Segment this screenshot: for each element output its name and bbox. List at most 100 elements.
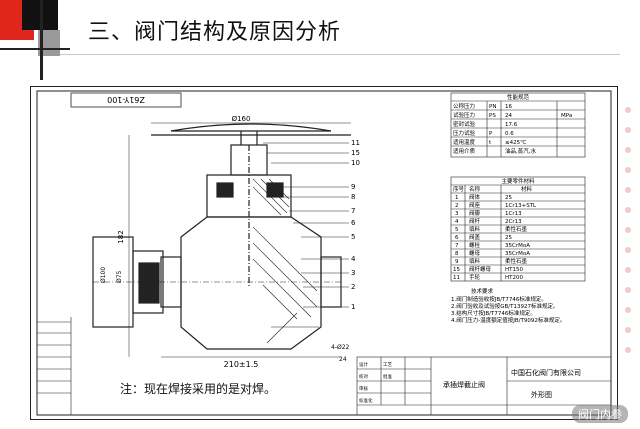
tb-label: 校对	[359, 373, 368, 380]
engineering-drawing: Z61Y-100 Ø160 1 8 2	[30, 86, 618, 420]
dim-port2: Ø100	[100, 267, 107, 283]
parts-cell: 9	[455, 259, 459, 265]
dim-port: Ø75	[116, 270, 123, 283]
tech-req-line: 3.结构尺寸按JB/T7746标准规定。	[451, 309, 536, 317]
parts-cell: 柔性石墨	[505, 257, 528, 265]
perf-cell: 公称压力	[453, 102, 475, 110]
dim-a: 4-Ø22	[331, 344, 350, 351]
parts-cell: 1Cr13	[505, 211, 522, 217]
tech-req-line: 2.阀门验收及试验按GB/T13927标准规定。	[451, 302, 559, 310]
tb-label: 工艺	[383, 362, 392, 368]
perf-cell: PN	[489, 104, 496, 110]
perf-cell: PS	[489, 113, 496, 119]
drawing-type: 外形图	[531, 390, 552, 399]
parts-cell: 1Cr13+STL	[505, 203, 537, 209]
callout: 15	[351, 149, 360, 157]
callout: 5	[351, 233, 355, 241]
parts-cell: 阀座	[469, 201, 481, 209]
perf-cell: 0.6	[505, 131, 514, 137]
parts-table	[450, 176, 586, 282]
parts-cell: 阀瓣	[469, 209, 481, 217]
dim-width: 210±1.5	[224, 360, 259, 369]
callout: 3	[351, 269, 355, 277]
tech-req-line: 1.阀门制造验收按JB/T7746标准规定。	[451, 295, 547, 303]
parts-cell: 填料	[469, 225, 481, 233]
parts-cell: 7	[455, 243, 459, 249]
tb-label: 设计	[359, 361, 368, 368]
parts-cell: HT150	[505, 267, 523, 273]
perf-cell: 24	[505, 113, 512, 119]
product-name: 承插焊截止阀	[443, 380, 485, 389]
callout: 10	[351, 159, 360, 167]
callout-leaders	[263, 142, 349, 308]
tech-req-title: 技术要求	[471, 287, 494, 295]
parts-cell: 2	[455, 203, 459, 209]
perf-cell: ≤425℃	[505, 139, 526, 146]
perf-cell: t	[489, 140, 492, 146]
title-rule	[60, 54, 620, 55]
parts-header: 材料	[521, 185, 533, 193]
performance-table	[450, 92, 586, 158]
parts-cell: 6	[455, 235, 459, 241]
callout: 8	[351, 193, 355, 201]
perf-cell: 试验压力	[453, 111, 475, 119]
parts-cell: 25	[505, 235, 512, 241]
title-block-text: 承插焊截止阀 中国石化阀门有限公司 外形图	[443, 368, 581, 399]
parts-cell: 11	[453, 275, 460, 281]
slide-title: 三、阀门结构及原因分析	[88, 20, 342, 45]
parts-cell: 1	[455, 195, 459, 201]
callout: 1	[351, 303, 355, 311]
callout: 11	[351, 139, 360, 147]
parts-cell: 阀杆螺母	[469, 265, 492, 273]
perf-cell: 压力试验	[453, 129, 476, 137]
perf-cell: 适用介质	[453, 147, 476, 155]
parts-header: 名称	[469, 185, 481, 193]
callout: 9	[351, 183, 355, 191]
callout: 2	[351, 283, 355, 291]
parts-cell: 手轮	[469, 273, 481, 281]
parts-title: 主要零件材料	[501, 177, 535, 185]
parts-cell: 3	[455, 211, 459, 217]
parts-cell: 阀体	[469, 193, 481, 201]
parts-cell: 螺栓	[469, 241, 481, 249]
parts-cell: 5	[455, 227, 459, 233]
parts-cell: 35CrMoA	[505, 251, 530, 257]
corner-horizontal-line	[0, 48, 70, 50]
bonnet-hatching	[252, 178, 290, 216]
parts-cell: 2Cr13	[505, 219, 522, 225]
title-block-labels: 设计 校对 审核 标准化 工艺 批准	[359, 361, 392, 404]
valve-bonnet	[206, 144, 292, 287]
perf-cell: MPa	[561, 113, 572, 119]
handwheel	[151, 123, 351, 145]
parts-cell: 8	[455, 251, 459, 257]
parts-cell: 阀盖	[469, 233, 481, 241]
performance-table-text: 性能规范 公称压力 PN 16 试验压力 PS 24 MPa 密封试验 17.6…	[453, 93, 572, 155]
tb-label: 批准	[383, 373, 392, 380]
parts-cell: 柔性石墨	[505, 225, 528, 233]
parts-cell: 阀杆	[469, 217, 481, 225]
parts-cell: 15	[453, 267, 460, 273]
body-hatching	[252, 226, 319, 344]
callout: 7	[351, 207, 355, 215]
parts-cell: 25	[505, 195, 512, 201]
technical-requirements: 技术要求 1.阀门制造验收按JB/T7746标准规定。 2.阀门验收及试验按GB…	[451, 287, 565, 324]
perf-cell: 适用温度	[453, 138, 476, 146]
watermark: 阀门内参	[572, 405, 628, 423]
company-name: 中国石化阀门有限公司	[511, 368, 581, 377]
stamp-code: Z61Y-100	[107, 95, 145, 104]
note-text: 注：现在焊接采用的是对焊。	[120, 382, 277, 396]
parts-cell: 填料	[469, 257, 481, 265]
dim-handwheel: Ø160	[232, 115, 251, 123]
left-revision-block	[37, 317, 72, 415]
tech-req-line: 4.阀门压力-温度额定值按JB/T9092标准规定。	[451, 316, 565, 324]
parts-cell: 螺母	[469, 249, 481, 257]
callout-numbers: 11 15 10 9 8 7 6 5 4 3 2 1	[351, 139, 360, 311]
perf-cell: 油品,蒸汽,水	[505, 147, 536, 155]
parts-cell: HT200	[505, 275, 523, 281]
dim-b: 24	[339, 356, 347, 363]
perf-cell: 密封试验	[453, 120, 476, 128]
parts-header: 序号	[453, 185, 465, 193]
title-block	[356, 356, 612, 416]
flange-left	[92, 236, 341, 328]
tb-label: 标准化	[359, 397, 373, 404]
